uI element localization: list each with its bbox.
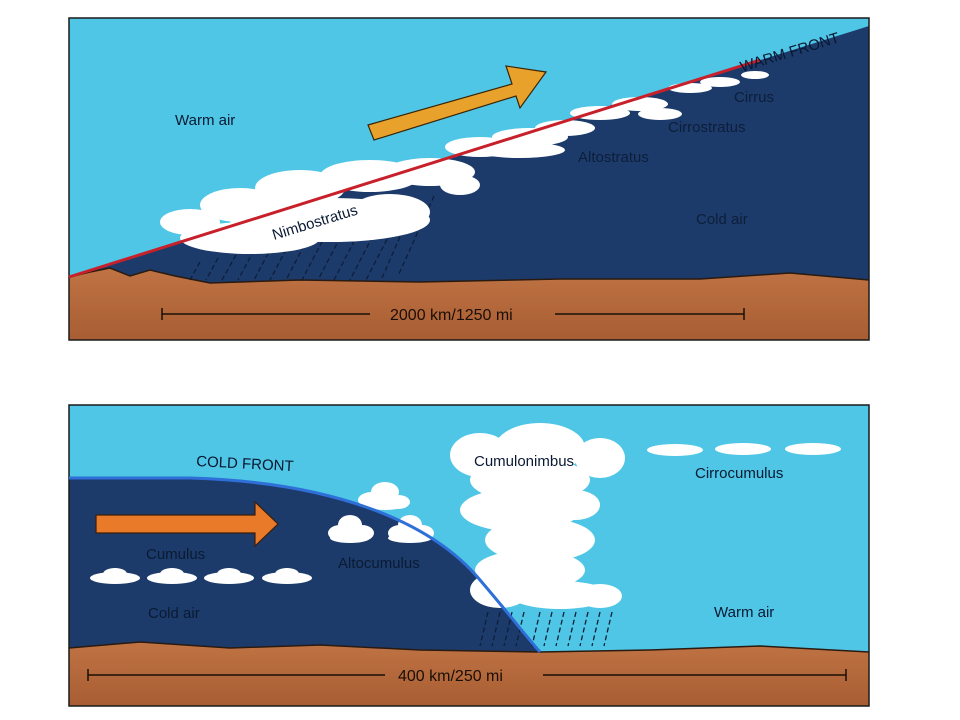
altocumulus-label: Altocumulus <box>338 555 420 572</box>
cold-front-warm-air-label: Warm air <box>714 604 774 621</box>
cirrocumulus-cloud <box>647 443 841 456</box>
warm-front-line <box>68 58 761 279</box>
warm-front-warm-air-label: Warm air <box>175 112 235 129</box>
cold-air-arrow <box>95 500 279 548</box>
cold-front-panel: COLD FRONT Cumulonimbus Cirrocumulus Alt… <box>68 404 870 707</box>
cold-front-ground <box>69 642 869 706</box>
altocumulus-cloud <box>328 482 434 543</box>
cold-front-line <box>69 476 542 653</box>
cold-front-ground-line <box>68 641 870 653</box>
cold-front-cold-air-label: Cold air <box>148 605 200 622</box>
cumulonimbus-label: Cumulonimbus <box>474 453 574 470</box>
warm-front-ground <box>69 268 869 340</box>
cirrocumulus-label: Cirrocumulus <box>695 465 783 482</box>
warm-front-scale-label: 2000 km/1250 mi <box>390 307 513 324</box>
warm-front-panel: WARM FRONT Warm air Cold air Nimbostratu… <box>68 17 870 341</box>
cold-front-scale-bar <box>87 669 847 681</box>
cold-front-scale-label: 400 km/250 mi <box>398 668 503 685</box>
warm-air-arrow <box>367 65 548 141</box>
cumulus-cloud <box>90 568 312 584</box>
nimbostratus-cloud <box>160 158 480 254</box>
cumulus-label: Cumulus <box>146 546 205 563</box>
cirrostratus-label: Cirrostratus <box>668 119 746 136</box>
cirrus-label: Cirrus <box>734 89 774 106</box>
cumulonimbus-cloud <box>450 423 625 609</box>
cold-front-label: COLD FRONT <box>196 453 294 475</box>
warm-front-panel-border <box>68 17 870 341</box>
cold-front-panel-border <box>68 404 870 707</box>
altostratus-label: Altostratus <box>578 149 649 166</box>
warm-front-cold-air-label: Cold air <box>696 211 748 228</box>
warm-front-ground-line <box>68 267 870 284</box>
warm-front-scale-bar <box>161 308 745 320</box>
